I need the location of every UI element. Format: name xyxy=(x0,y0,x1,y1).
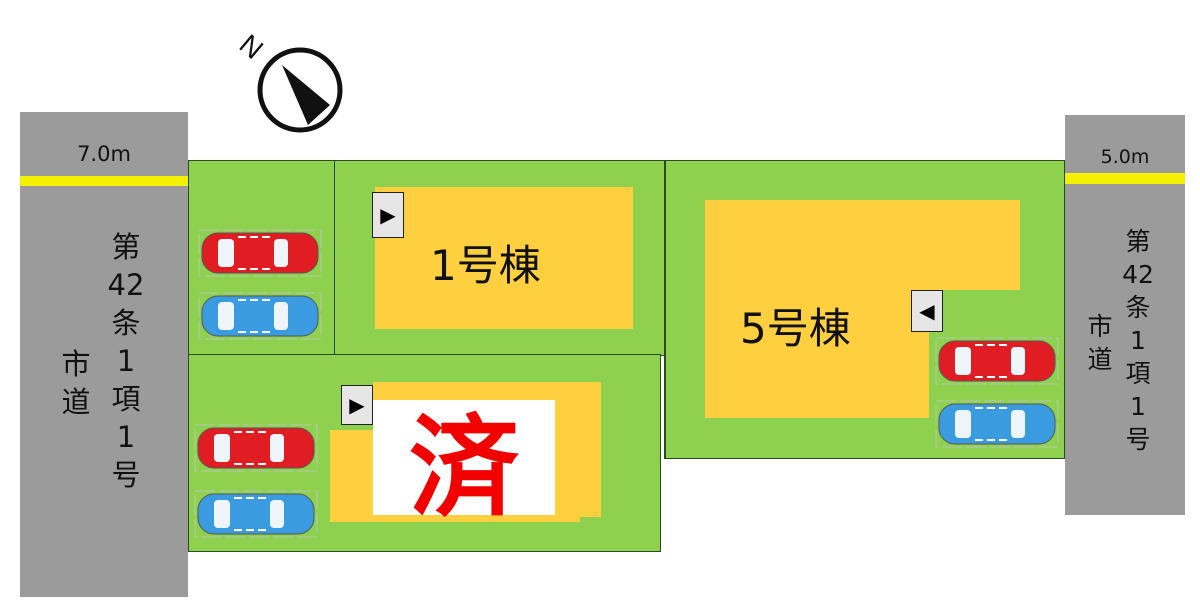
car-blue xyxy=(198,292,322,340)
building-5-label: 5号棟 xyxy=(740,304,851,353)
car-blue xyxy=(935,400,1059,448)
building-5-wing xyxy=(705,288,929,418)
car-red xyxy=(935,337,1059,385)
right-road-type: 市道 xyxy=(1087,312,1113,374)
left-road-type: 市道 xyxy=(61,347,91,419)
building-2-entrance-marker: ▶ xyxy=(341,385,373,425)
building-1-label: 1号棟 xyxy=(430,241,541,290)
left-road-width: 7.0m xyxy=(77,142,131,166)
left-road xyxy=(20,112,188,597)
car-red xyxy=(198,229,322,277)
right-road-boundary-line xyxy=(1065,173,1185,184)
car-red xyxy=(194,424,318,472)
north-label: N xyxy=(234,28,269,65)
left-road-boundary-line xyxy=(20,176,188,186)
building-1 xyxy=(375,187,633,329)
right-road-width: 5.0m xyxy=(1100,146,1150,168)
building-1-entrance-marker: ▶ xyxy=(372,192,404,238)
car-blue xyxy=(194,490,318,538)
compass-icon: N xyxy=(234,28,343,133)
building-5 xyxy=(705,200,1020,290)
sold-badge: 済 xyxy=(373,400,555,532)
building-5-entrance-marker: ◀ xyxy=(911,290,943,332)
